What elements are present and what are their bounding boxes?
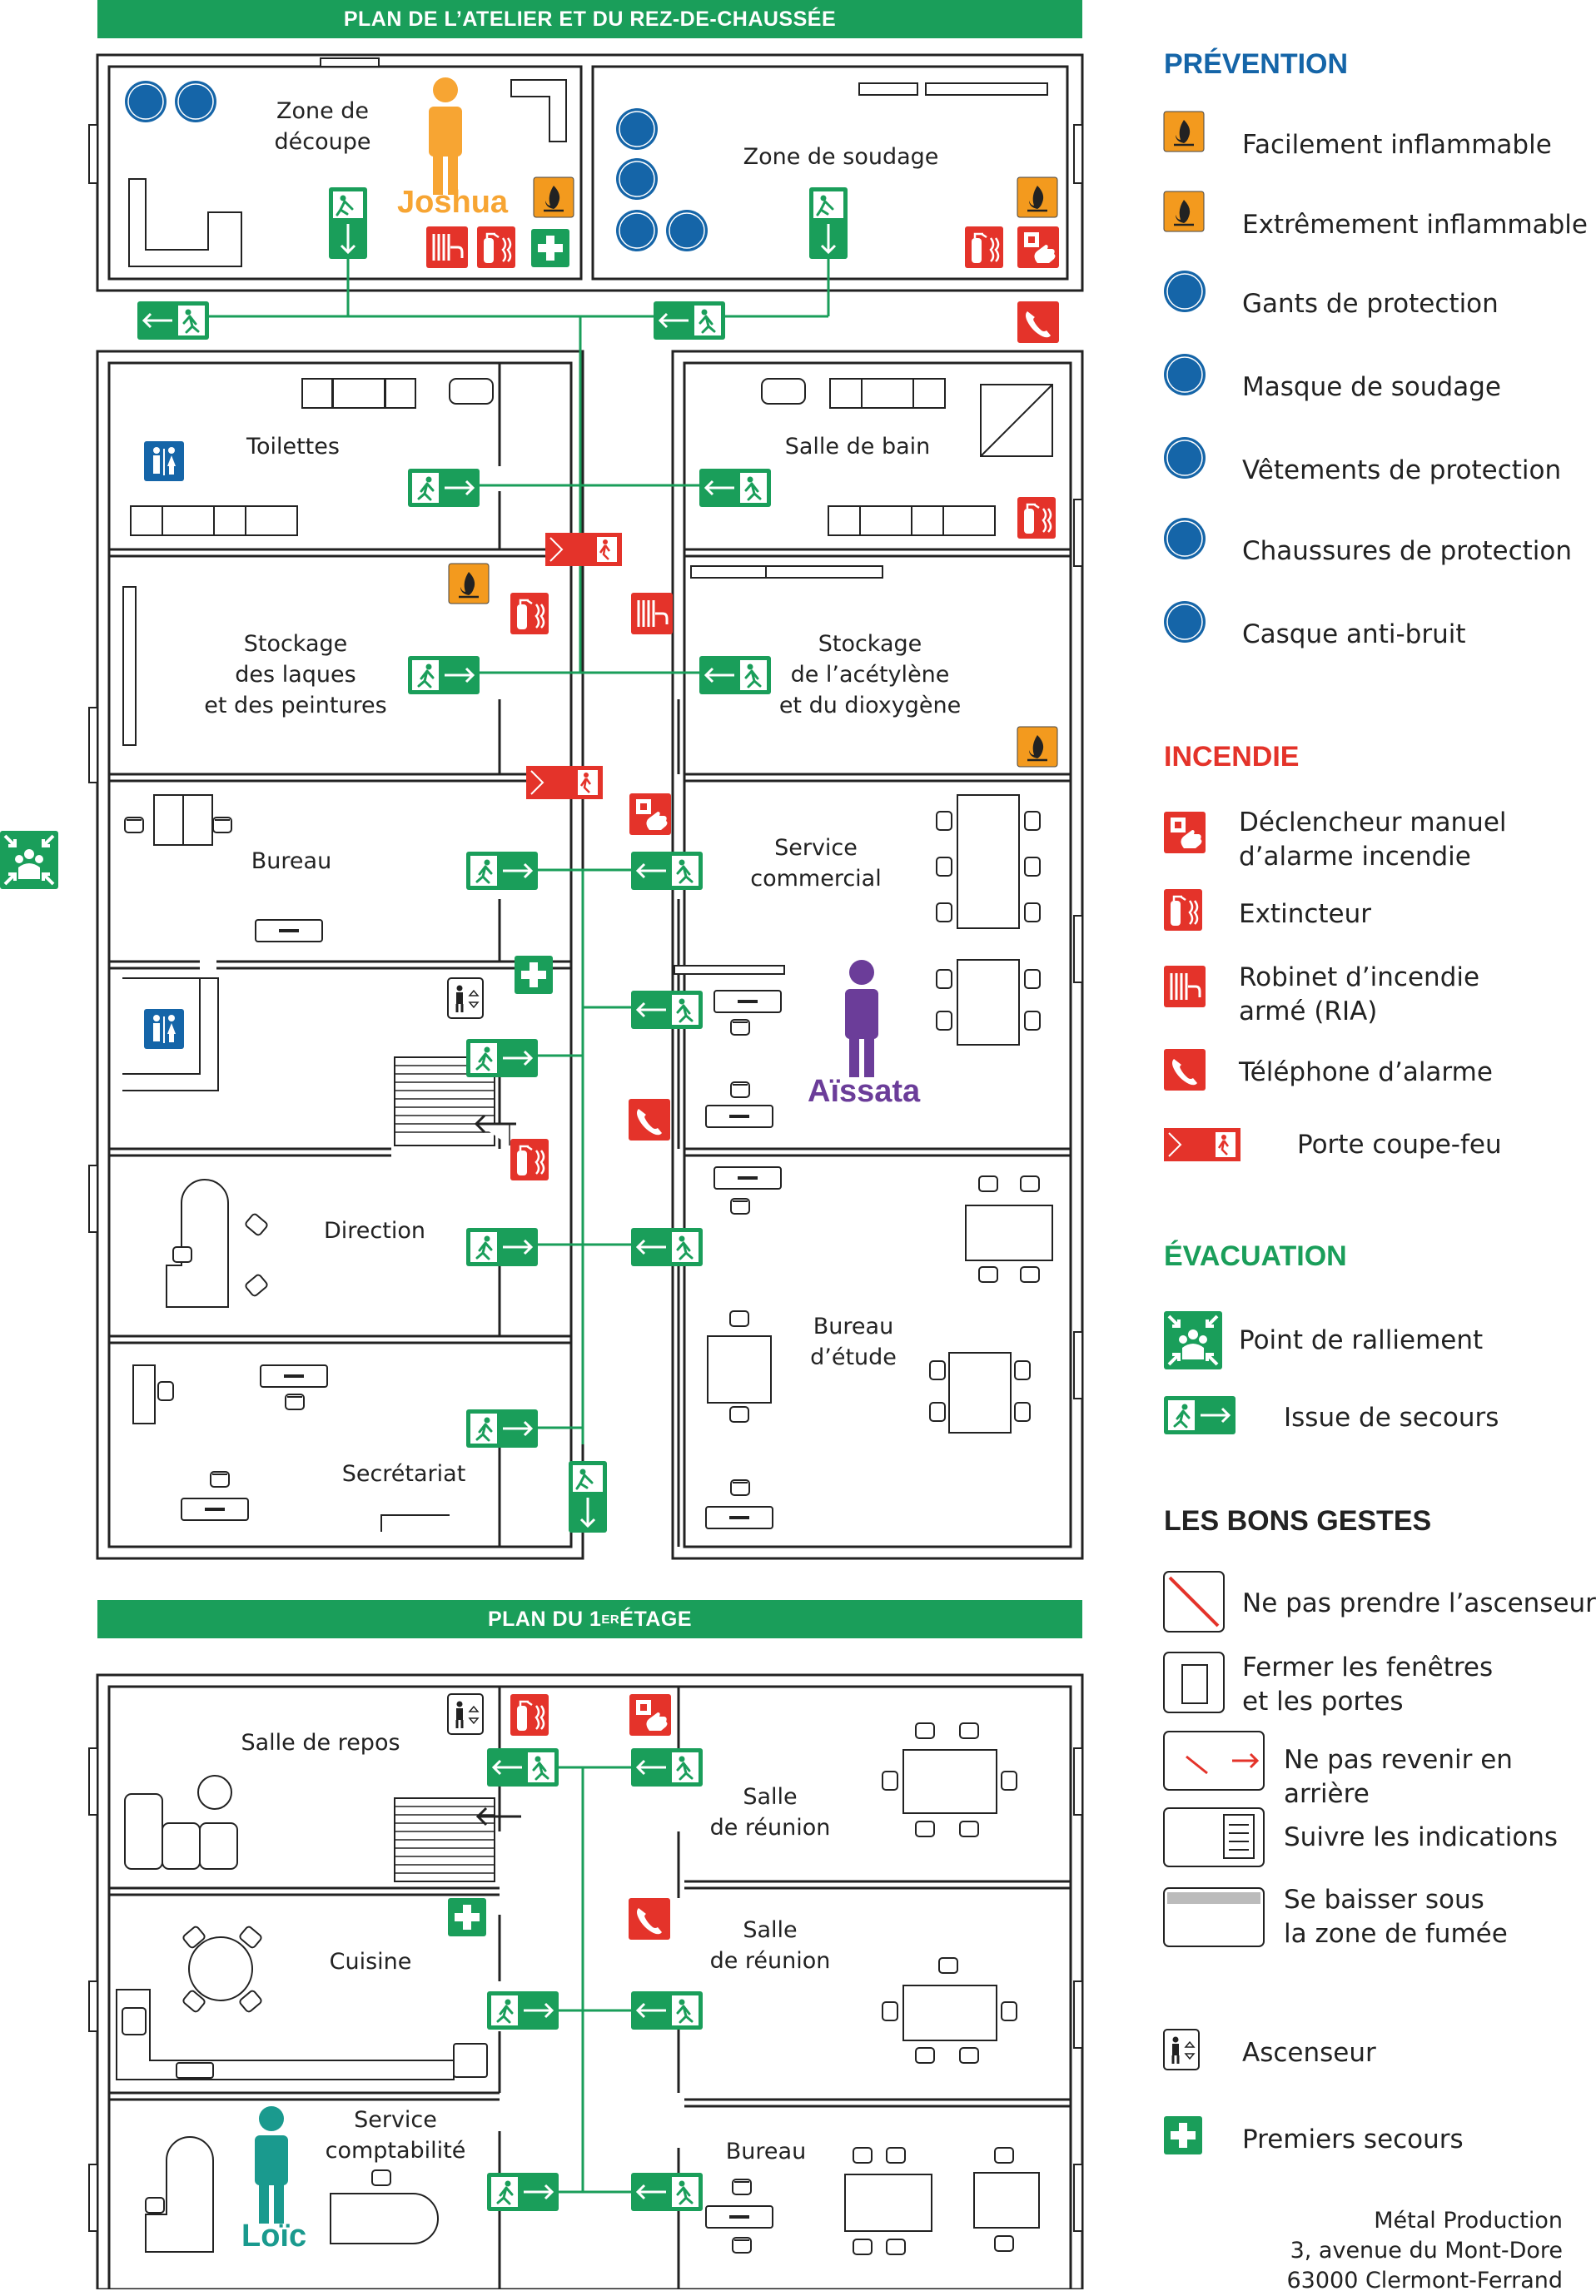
legend-suivre-indications: Suivre les indications [1284,1822,1559,1852]
room-zone-soudage: Zone de soudage [743,144,939,170]
legend-incendie-title: INCENDIE [1164,741,1300,773]
room-salle-reunion-1: Salle de réunion [709,1784,831,1841]
legend-se-baisser: Se baisser sous la zone de fumée [1284,1885,1508,1949]
legend-fermer-fenetres: Fermer les fenêtres et les portes [1242,1652,1494,1717]
joshua-figure [429,77,462,195]
legend-premiers-secours: Premiers secours [1242,2125,1464,2154]
company-city: 63000 Clermont-Ferrand [1286,2268,1563,2294]
legend-telephone: Téléphone d’alarme [1239,1057,1493,1087]
legend-gants: Gants de protection [1242,289,1499,319]
legend-porte-coupe-feu: Porte coupe-feu [1297,1130,1502,1160]
company-address: Métal Production 3, avenue du Mont-Dore … [1286,2206,1563,2296]
legend-ria: Robinet d’incendie armé (RIA) [1239,962,1480,1026]
legend-casque: Casque anti-bruit [1242,619,1466,649]
legend-vetements: Vêtements de protection [1242,455,1562,485]
room-direction: Direction [324,1218,425,1244]
room-cuisine: Cuisine [329,1949,412,1975]
legend-evacuation-title: ÉVACUATION [1164,1240,1347,1272]
legend-bons-gestes-title: LES BONS GESTES [1164,1505,1432,1537]
room-stockage-laques: Stockage des laques et des peintures [204,631,387,718]
legend-extincteur: Extincteur [1239,899,1372,929]
legend-ascenseur: Ascenseur [1242,2038,1376,2068]
room-bureau-etude: Bureau d’étude [810,1314,897,1370]
company-name: Métal Production [1374,2208,1563,2234]
room-toilettes: Toilettes [246,434,340,460]
loic-figure [255,2106,288,2224]
legend-pas-ascenseur: Ne pas prendre l’ascenseur [1242,1588,1596,1618]
room-salle-de-bain: Salle de bain [784,434,931,460]
ground-plan-title: PLAN DE L’ATELIER ET DU REZ-DE-CHAUSSÉE [97,0,1082,38]
person-label-joshua: Joshua [397,185,509,220]
legend-facilement-inflammable: Facilement inflammable [1242,130,1552,160]
room-zone-decoupe: Zone de découpe [274,98,371,155]
first-floor-evacuation-route [533,1766,641,2194]
aissata-figure [845,960,878,1077]
legend-issue-secours: Issue de secours [1284,1403,1499,1433]
room-salle-repos: Salle de repos [241,1730,400,1756]
legend-chaussures: Chaussures de protection [1242,536,1572,566]
legend-declencheur: Déclencheur manuel d’alarme incendie [1239,808,1507,872]
room-bureau-rdc: Bureau [251,848,332,874]
room-secretariat: Secrétariat [341,1461,466,1487]
legend-point-ralliement: Point de ralliement [1239,1325,1484,1355]
room-stockage-acetylene: Stockage de l’acétylène et du dioxygène [778,631,962,718]
company-street: 3, avenue du Mont-Dore [1290,2238,1563,2264]
legend-extremement-inflammable: Extrêmement inflammable [1242,210,1588,240]
person-label-aissata: Aïssata [808,1074,921,1109]
room-service-comptabilite: Service comptabilité [325,2107,466,2164]
person-label-loic: Loïc [241,2219,307,2254]
room-bureau-etage: Bureau [725,2139,807,2164]
legend-pas-revenir: Ne pas revenir en arrière [1284,1745,1513,1809]
legend-masque: Masque de soudage [1242,372,1501,402]
room-service-commercial: Service commercial [750,835,882,892]
ground-floor-walls [96,53,1084,1560]
legend-prevention-title: PRÉVENTION [1164,48,1349,80]
room-salle-reunion-2: Salle de réunion [709,1917,831,1974]
